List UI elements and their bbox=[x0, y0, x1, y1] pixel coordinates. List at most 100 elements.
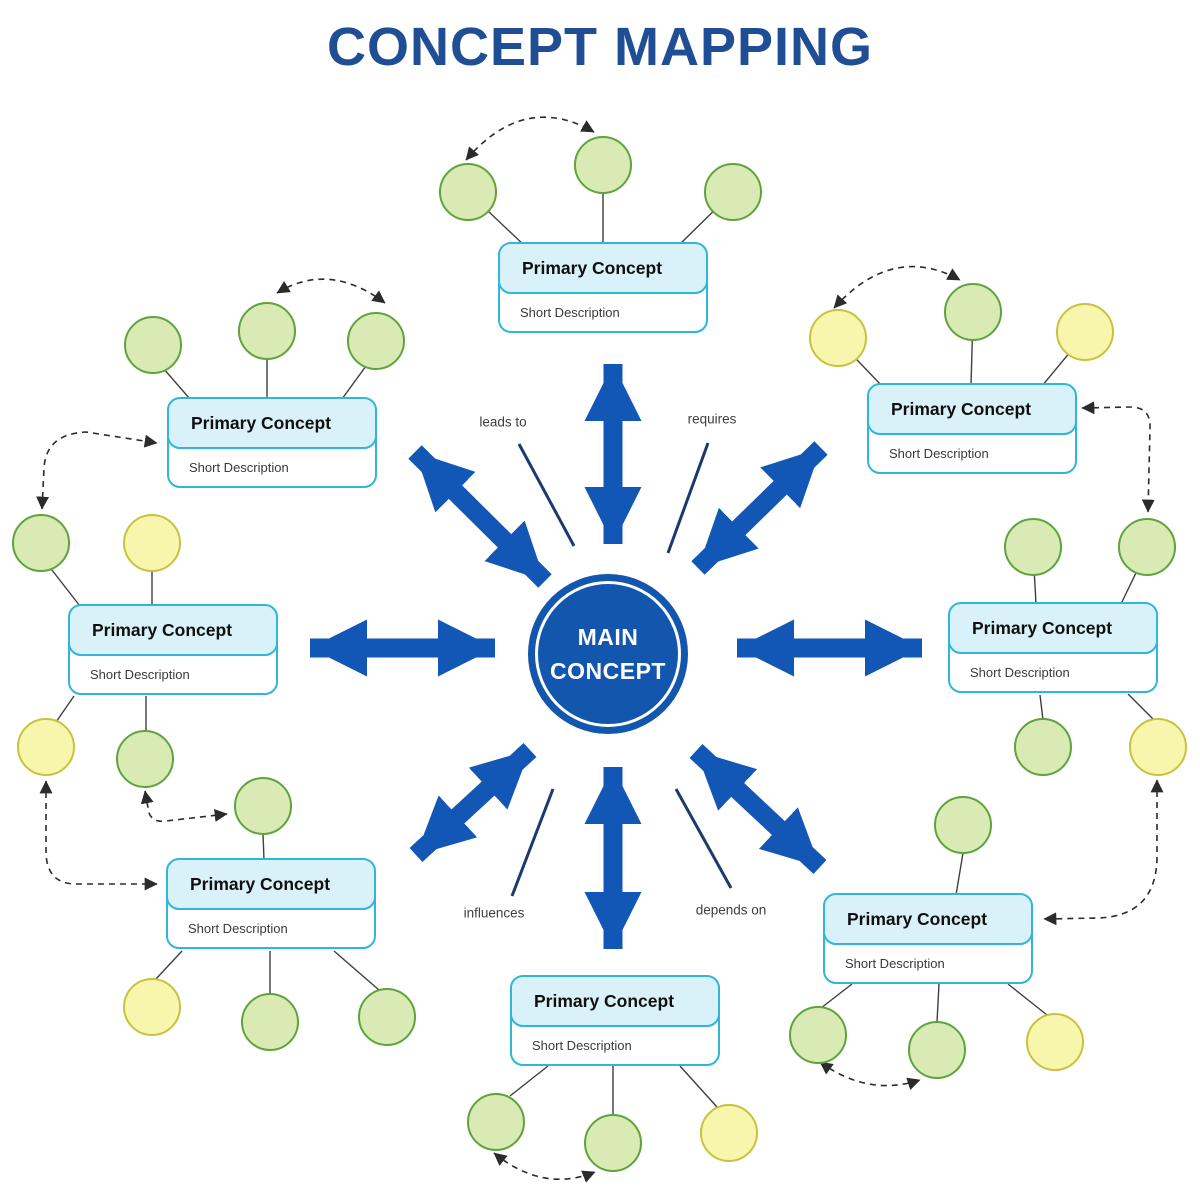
dashed-links bbox=[36, 116, 1164, 1183]
concept-title-text: Primary Concept bbox=[847, 908, 988, 929]
connector-line bbox=[1039, 694, 1044, 721]
sub-concept-green bbox=[439, 163, 497, 221]
sub-concept-green bbox=[1118, 518, 1176, 576]
primary-concept-box-bottom-left: Short Description Primary Concept bbox=[166, 858, 376, 949]
concept-title-text: Primary Concept bbox=[92, 619, 233, 640]
concept-title-text: Primary Concept bbox=[534, 990, 675, 1011]
dashed-arrow bbox=[276, 278, 386, 304]
sub-concept-yellow bbox=[1129, 718, 1187, 776]
concept-title: Primary Concept bbox=[948, 602, 1158, 654]
primary-concept-box-right: Short Description Primary Concept bbox=[948, 602, 1158, 693]
sub-concept-green bbox=[238, 302, 296, 360]
sub-concept-green bbox=[358, 988, 416, 1046]
connector-line bbox=[955, 852, 964, 896]
concept-title: Primary Concept bbox=[68, 604, 278, 656]
connector-line bbox=[509, 1065, 549, 1097]
main-arrows bbox=[310, 364, 922, 949]
sub-concept-green bbox=[908, 1021, 966, 1079]
page-title: CONCEPT MAPPING bbox=[326, 17, 874, 77]
concept-description-text: Short Description bbox=[520, 305, 620, 320]
connector-line bbox=[1127, 693, 1155, 721]
concept-description-text: Short Description bbox=[889, 446, 989, 461]
main-concept-node: MAIN CONCEPT bbox=[528, 574, 688, 734]
sub-concept-yellow bbox=[1056, 303, 1114, 361]
relation-label-influences: influences bbox=[463, 905, 525, 921]
relation-label-requires: requires bbox=[687, 411, 737, 427]
connector-line bbox=[679, 1065, 718, 1108]
primary-concept-box-top: Short Description Primary Concept bbox=[498, 242, 708, 333]
sub-concept-green bbox=[704, 163, 762, 221]
primary-concept-box-bottom: Short Description Primary Concept bbox=[510, 975, 720, 1066]
concept-description-text: Short Description bbox=[189, 460, 289, 475]
dashed-arrow bbox=[493, 1152, 596, 1183]
relation-line-requires bbox=[666, 442, 710, 554]
connector-line bbox=[154, 950, 183, 981]
relation-label-leads-to: leads to bbox=[479, 414, 527, 430]
connector-line bbox=[262, 833, 265, 861]
concept-title: Primary Concept bbox=[510, 975, 720, 1027]
sub-concept-green bbox=[934, 796, 992, 854]
concept-title: Primary Concept bbox=[167, 397, 377, 449]
sub-concept-green bbox=[124, 316, 182, 374]
sub-concept-green bbox=[944, 283, 1002, 341]
dashed-arrow bbox=[833, 265, 961, 309]
dashed-arrow bbox=[140, 790, 228, 823]
concept-title-text: Primary Concept bbox=[522, 257, 663, 278]
dashed-arrow bbox=[819, 1061, 921, 1091]
sub-concept-green bbox=[1014, 718, 1072, 776]
concept-title: Primary Concept bbox=[867, 383, 1077, 435]
double-arrow-down-left bbox=[409, 743, 537, 862]
sub-concept-yellow bbox=[123, 514, 181, 572]
concept-title: Primary Concept bbox=[498, 242, 708, 294]
sub-concept-yellow bbox=[17, 718, 75, 776]
sub-concept-green bbox=[789, 1006, 847, 1064]
connector-line bbox=[162, 367, 191, 400]
concept-title: Primary Concept bbox=[823, 893, 1033, 945]
relation-line-influences bbox=[510, 788, 555, 897]
concept-title-text: Primary Concept bbox=[190, 873, 331, 894]
main-concept-label: MAIN CONCEPT bbox=[550, 623, 666, 685]
dashed-arrow bbox=[36, 431, 158, 510]
connector-line bbox=[333, 950, 380, 991]
double-arrow-down-right bbox=[689, 744, 827, 874]
concept-title-text: Primary Concept bbox=[191, 412, 332, 433]
double-arrow-up-left bbox=[408, 445, 552, 588]
dashed-arrow bbox=[1043, 779, 1164, 926]
sub-concept-green bbox=[234, 777, 292, 835]
primary-concept-box-bottom-right: Short Description Primary Concept bbox=[823, 893, 1033, 984]
concept-description-text: Short Description bbox=[90, 667, 190, 682]
sub-concept-green bbox=[12, 514, 70, 572]
sub-concept-green bbox=[347, 312, 405, 370]
connector-line bbox=[1007, 983, 1048, 1016]
sub-concept-green bbox=[1004, 518, 1062, 576]
concept-title: Primary Concept bbox=[166, 858, 376, 910]
relation-label-lines bbox=[510, 442, 733, 897]
relation-line-leads-to bbox=[517, 443, 576, 547]
sub-concept-green bbox=[116, 730, 174, 788]
concept-description-text: Short Description bbox=[532, 1038, 632, 1053]
relation-label-depends-on: depends on bbox=[695, 902, 767, 918]
dashed-arrow bbox=[1081, 401, 1155, 513]
sub-concept-green bbox=[467, 1093, 525, 1151]
primary-concept-box-top-left: Short Description Primary Concept bbox=[167, 397, 377, 488]
dashed-arrow bbox=[465, 116, 595, 161]
concept-description-text: Short Description bbox=[845, 956, 945, 971]
concept-title-text: Primary Concept bbox=[891, 398, 1032, 419]
sub-concept-green bbox=[584, 1114, 642, 1172]
connector-line bbox=[47, 564, 81, 607]
sub-concept-green bbox=[241, 993, 299, 1051]
dashed-arrow bbox=[39, 780, 158, 891]
concept-title-text: Primary Concept bbox=[972, 617, 1113, 638]
sub-concept-yellow bbox=[123, 978, 181, 1036]
concept-description-text: Short Description bbox=[970, 665, 1070, 680]
sub-concept-yellow bbox=[700, 1104, 758, 1162]
sub-concept-yellow bbox=[809, 309, 867, 367]
relation-line-depends-on bbox=[674, 788, 733, 889]
connector-line bbox=[55, 695, 75, 723]
primary-concept-box-left: Short Description Primary Concept bbox=[68, 604, 278, 695]
concept-description-text: Short Description bbox=[188, 921, 288, 936]
double-arrow-up-right bbox=[691, 441, 828, 575]
connector-line bbox=[341, 365, 367, 400]
